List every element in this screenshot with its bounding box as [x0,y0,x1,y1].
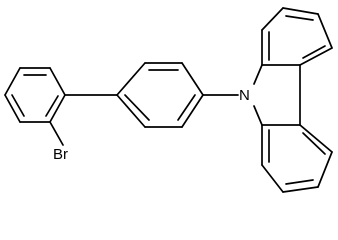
bromophenyl-ring [4,67,66,123]
double-bond-inner [11,94,25,117]
bond [181,94,204,128]
double-bond-inner [302,132,326,155]
carbazole-upper-benzo [261,7,333,66]
bond [317,13,333,49]
bond [116,62,146,96]
bond [49,94,66,123]
double-bond-inner [177,94,196,121]
bond [181,62,204,96]
bond [4,94,21,123]
phenylene-ring [116,62,204,128]
bond [116,94,146,128]
bond [261,7,284,31]
double-bond-inner [302,45,326,59]
bond [299,47,333,66]
double-bond-inner [124,94,150,121]
bond [317,151,333,188]
double-bond-inner [285,15,314,21]
nitrogen-label: N [239,87,250,104]
bond [282,7,319,15]
bromine-label: Br [53,146,68,163]
bond [4,67,21,96]
carbazole-pyrrole-ring [253,64,301,126]
bond [253,64,263,85]
molecule-diagram: N Br [4,7,333,193]
bond [261,164,284,193]
bond [282,186,319,193]
bond-c-br [49,121,64,146]
double-bond-inner [45,95,59,117]
bond [253,105,263,126]
bond [299,124,333,153]
double-bond-inner [285,179,314,185]
carbazole-lower-benzo [261,124,333,193]
structure-canvas: N Br [4,7,333,193]
bond [49,67,66,96]
